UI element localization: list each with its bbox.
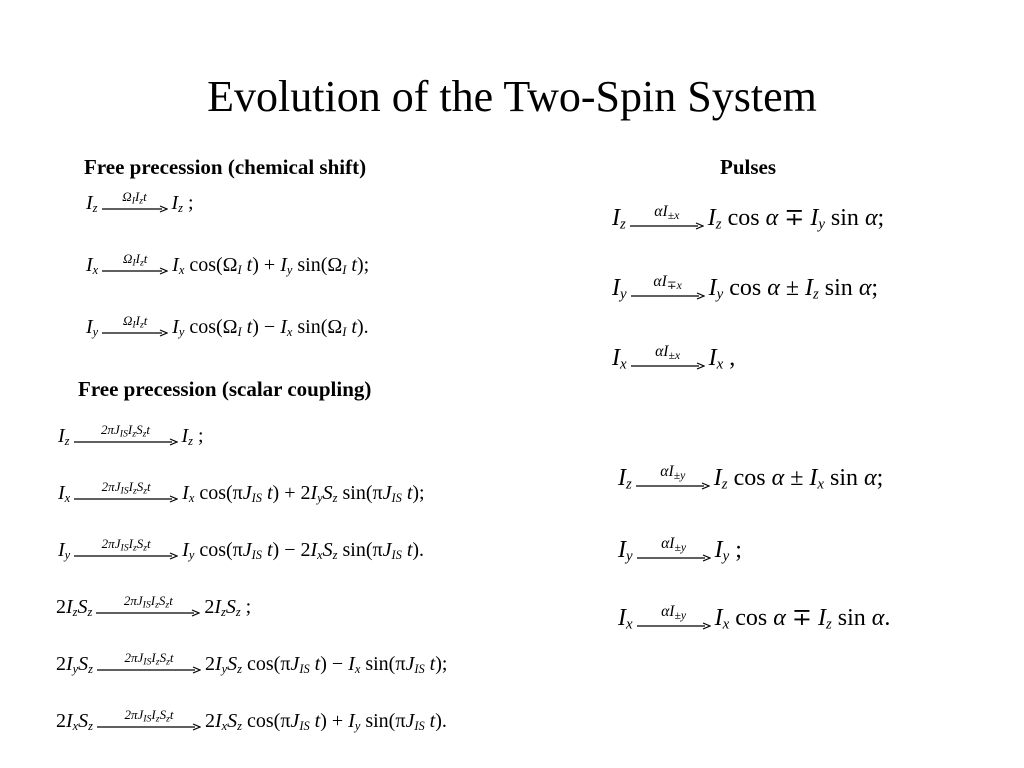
scalar-equation-5: 2IySz 2πJISIzSzt 2IySz cos(πJIS t) − Ix … [56, 650, 448, 677]
chem-shift-equation-3: Iy ΩIIzt Iy cos(ΩI t) − Ix sin(ΩI t). [86, 313, 369, 340]
slide-title: Evolution of the Two-Spin System [207, 72, 817, 121]
heading-free-precession-chemical-shift: Free precession (chemical shift) [84, 155, 367, 179]
scalar-equation-2: Ix 2πJISIzSzt Ix cos(πJIS t) + 2IySz sin… [58, 479, 425, 506]
pulse-y-equation-2: Iy αI±y Iy ; [618, 535, 742, 565]
pulse-x-equation-2: Iy αI∓x Iy cos α ± Iz sin α; [612, 273, 879, 303]
scalar-equation-1: Iz 2πJISIzSzt Iz ; [58, 422, 204, 449]
chem-shift-equation-2: Ix ΩIIzt Ix cos(ΩI t) + Iy sin(ΩI t); [86, 251, 370, 278]
pulse-x-equation-3: Ix αI±x Ix , [612, 343, 736, 373]
scalar-equation-6: 2IxSz 2πJISIzSzt 2IxSz cos(πJIS t) + Iy … [56, 707, 447, 734]
chem-shift-equation-1: Iz ΩIIzt Iz ; [86, 189, 194, 216]
pulse-y-equation-1: Iz αI±y Iz cos α ± Ix sin α; [618, 463, 884, 493]
pulse-y-equation-3: Ix αI±y Ix cos α ∓ Iz sin α. [618, 603, 891, 633]
pulse-x-equation-1: Iz αI±x Iz cos α ∓ Iy sin α; [612, 203, 885, 233]
scalar-equation-4: 2IzSz 2πJISIzSzt 2IzSz ; [56, 593, 252, 620]
scalar-equation-3: Iy 2πJISIzSzt Iy cos(πJIS t) − 2IxSz sin… [58, 536, 425, 563]
heading-free-precession-scalar-coupling: Free precession (scalar coupling) [78, 377, 372, 401]
heading-pulses: Pulses [720, 155, 777, 179]
